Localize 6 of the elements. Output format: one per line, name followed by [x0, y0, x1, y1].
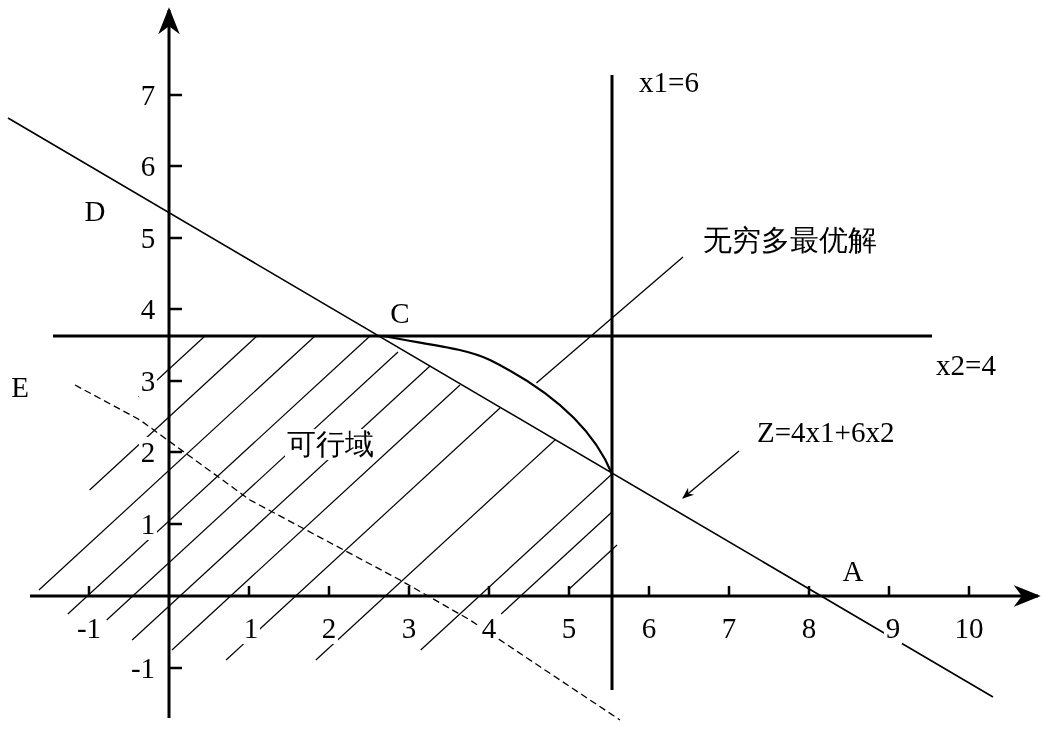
callout-label: Z=4x1+6x2 [757, 418, 895, 447]
region-label: 可行域 [284, 428, 376, 460]
curve [382, 334, 613, 475]
callout-label: 无穷多最优解 [703, 226, 877, 255]
leader-line [535, 256, 684, 384]
arrow [682, 450, 740, 499]
